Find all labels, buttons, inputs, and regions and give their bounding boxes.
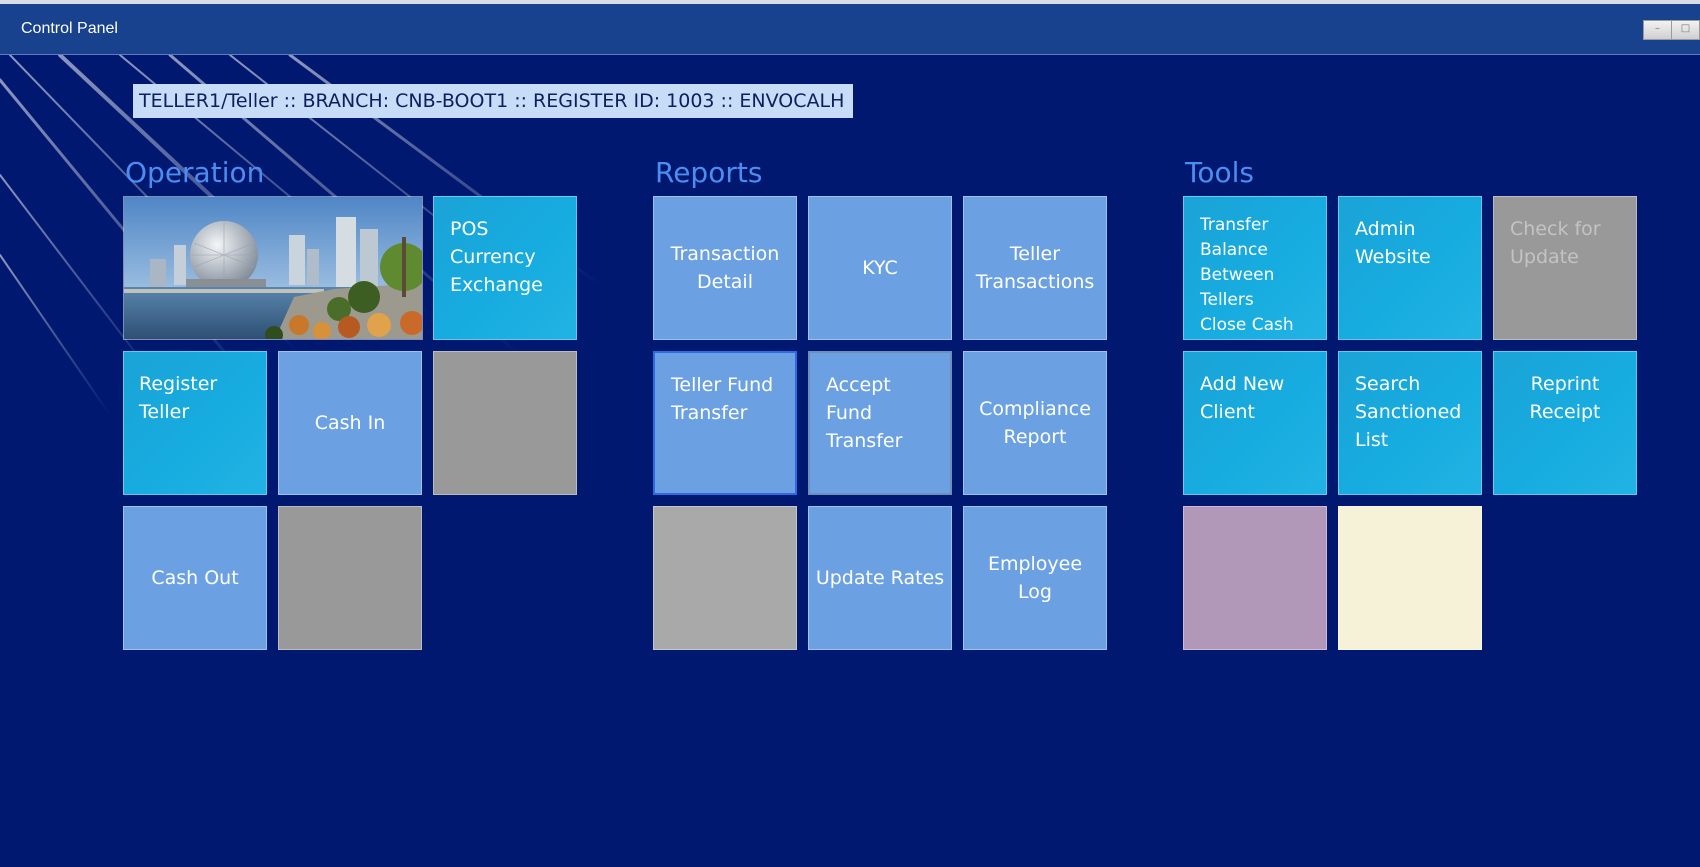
accept-fund-transfer-tile[interactable]: Accept Fund Transfer — [808, 351, 952, 495]
empty-tile[interactable] — [278, 506, 422, 650]
mauve-tile[interactable] — [1183, 506, 1327, 650]
window-title: Control Panel — [21, 20, 118, 37]
employee-log-tile[interactable]: Employee Log — [963, 506, 1107, 650]
register-teller-tile[interactable]: Register Teller — [123, 351, 267, 495]
empty-tile[interactable] — [433, 351, 577, 495]
control-panel-area: TELLER1/Teller :: BRANCH: CNB-BOOT1 :: R… — [0, 55, 1700, 867]
transfer-balance-tile[interactable]: Transfer Balance Between Tellers Close C… — [1183, 196, 1327, 340]
minimize-button[interactable]: – — [1643, 20, 1672, 40]
title-bar: Control Panel – □ — [0, 4, 1700, 55]
cream-tile[interactable] — [1338, 506, 1482, 650]
city-waterfront-photo[interactable] — [123, 196, 423, 340]
check-for-update-tile[interactable]: Check for Update — [1493, 196, 1637, 340]
empty-tile[interactable] — [653, 506, 797, 650]
add-new-client-tile[interactable]: Add New Client — [1183, 351, 1327, 495]
transaction-detail-tile[interactable]: Transaction Detail — [653, 196, 797, 340]
compliance-report-tile[interactable]: Compliance Report — [963, 351, 1107, 495]
teller-fund-transfer-tile[interactable]: Teller Fund Transfer — [653, 351, 797, 495]
city-waterfront-image — [124, 197, 422, 339]
reprint-receipt-tile[interactable]: Reprint Receipt — [1493, 351, 1637, 495]
teller-transactions-tile[interactable]: Teller Transactions — [963, 196, 1107, 340]
update-rates-tile[interactable]: Update Rates — [808, 506, 952, 650]
window-controls: – □ — [1643, 20, 1700, 40]
pos-currency-exchange-tile[interactable]: POS Currency Exchange — [433, 196, 577, 340]
admin-website-tile[interactable]: Admin Website — [1338, 196, 1482, 340]
session-info-bar: TELLER1/Teller :: BRANCH: CNB-BOOT1 :: R… — [133, 84, 853, 118]
search-sanctioned-list-tile[interactable]: Search Sanctioned List — [1338, 351, 1482, 495]
section-title-tools: Tools — [1185, 156, 1254, 189]
maximize-button[interactable]: □ — [1671, 20, 1700, 40]
cash-out-tile[interactable]: Cash Out — [123, 506, 267, 650]
section-title-reports: Reports — [655, 156, 763, 189]
cash-in-tile[interactable]: Cash In — [278, 351, 422, 495]
kyc-tile[interactable]: KYC — [808, 196, 952, 340]
window-top-edge — [0, 0, 1700, 4]
section-title-operation: Operation — [125, 156, 265, 189]
